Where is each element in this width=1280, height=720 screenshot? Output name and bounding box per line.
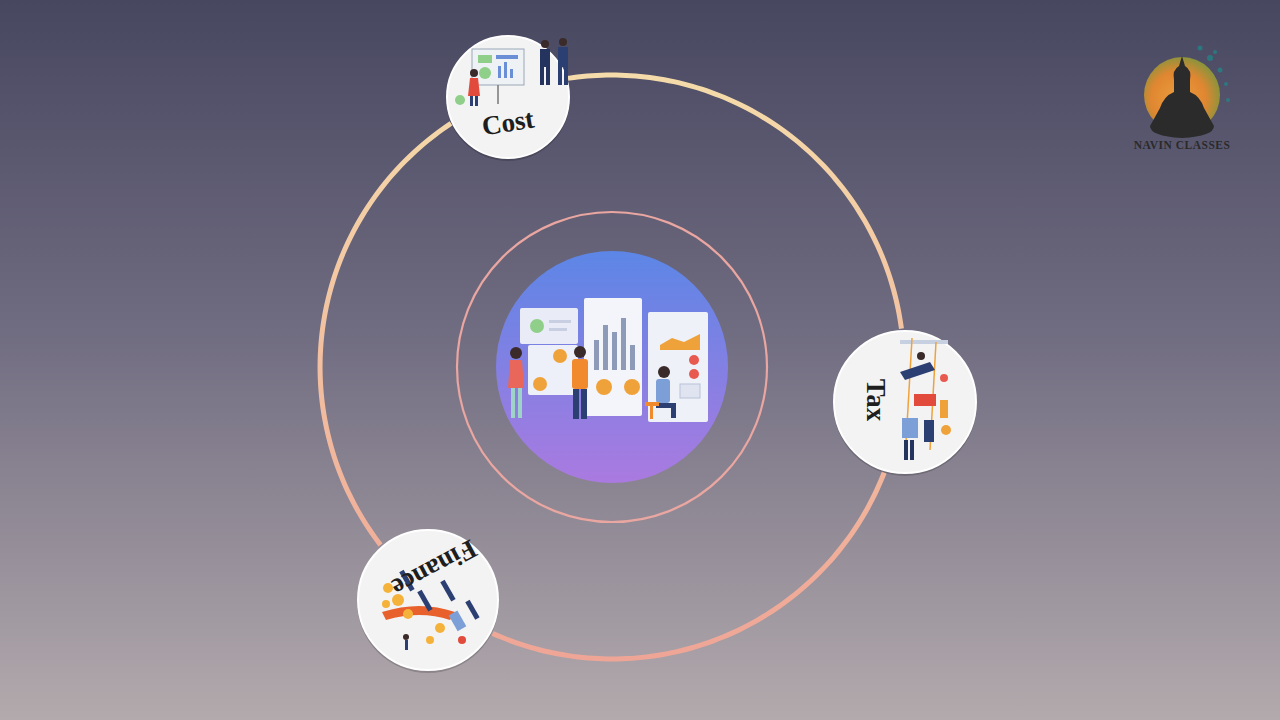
node-shadow	[357, 531, 499, 673]
tax-illustration	[900, 338, 951, 460]
ring-arc	[320, 123, 451, 545]
inner-ring	[457, 212, 767, 522]
center-disc	[496, 251, 728, 483]
ring-arc	[568, 75, 902, 329]
node-outline	[356, 528, 500, 672]
node-outline	[832, 329, 978, 475]
node-disc	[834, 331, 976, 473]
node-title: Tax	[862, 379, 889, 422]
node-shadow	[446, 37, 570, 161]
tax-circle: Tax	[832, 329, 978, 475]
node-shadow	[833, 332, 977, 476]
ring-arc	[493, 472, 885, 658]
center-illustration	[508, 298, 708, 422]
node-disc	[358, 530, 498, 670]
logo-emblem	[1144, 46, 1230, 139]
cost-illustration	[455, 38, 568, 106]
node-outline	[445, 34, 571, 160]
finance-circle: Finance	[356, 528, 500, 672]
watermark-text: NAVIN CLASSES	[1134, 139, 1231, 151]
cost-circle: Cost	[445, 34, 571, 160]
node-disc	[447, 36, 569, 158]
finance-illustration	[382, 570, 480, 650]
